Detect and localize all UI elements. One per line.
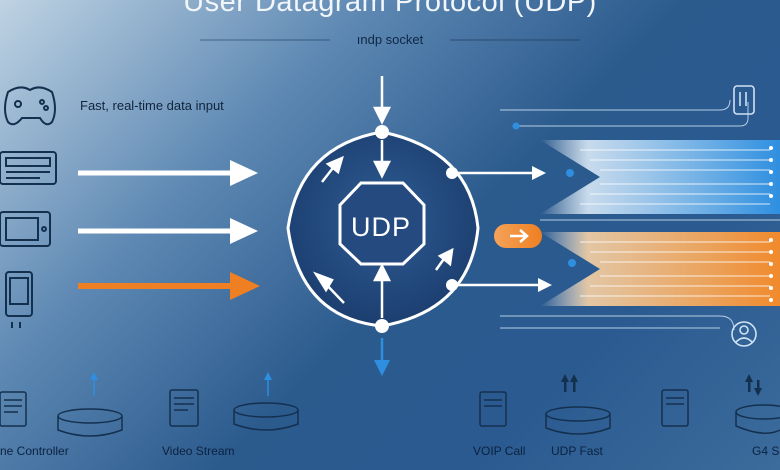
connector-node (568, 259, 576, 267)
blue-output-stream (540, 140, 780, 214)
down-arrow-icon (374, 338, 390, 376)
up-arrow-icon (90, 372, 98, 396)
gamepad-icon (4, 86, 56, 126)
diagram-subtitle: ındp socket (356, 32, 424, 47)
label-controller: ne Controller (0, 444, 69, 458)
label-udp-fast: UDP Fast (551, 444, 603, 458)
output-arrow-top (452, 166, 546, 180)
output-arrow-bottom (452, 278, 552, 292)
input-arrow-white-2 (78, 218, 258, 244)
server-disk-icon (57, 408, 123, 437)
tablet-icon (0, 211, 51, 247)
input-arrow-white-1 (78, 160, 258, 186)
udp-core-label: UDP (350, 212, 411, 242)
label-voip-call: VOIP Call (473, 444, 526, 458)
double-arrow-icon (745, 374, 762, 396)
phone-icon (5, 271, 33, 328)
udp-hexagon (338, 181, 426, 266)
user-icon (731, 321, 757, 347)
server-disk-icon (735, 404, 780, 434)
connector-node (566, 169, 574, 177)
label-extra: G4 S (752, 444, 780, 458)
diagram-title: User Datagram Protocol (UDP) (183, 0, 597, 18)
core-node-bottom (375, 319, 389, 333)
document-icon (479, 391, 507, 427)
core-node-right-bottom (446, 279, 458, 291)
document-icon (0, 391, 27, 427)
server-disk-icon (233, 402, 299, 431)
orange-pill-indicator (494, 224, 542, 248)
input-arrow-orange (78, 272, 260, 300)
label-video-stream: Video Stream (162, 444, 235, 458)
core-node-top (375, 125, 389, 139)
keyboard-icon (0, 151, 57, 185)
orange-output-stream (540, 232, 780, 306)
phone-icon (733, 85, 755, 115)
core-arrows (312, 76, 454, 318)
core-node-right-top (446, 167, 458, 179)
document-icon (169, 389, 199, 427)
server-disk-icon (545, 406, 611, 435)
input-caption: Fast, real-time data input (80, 98, 224, 113)
up-arrow-icon (264, 372, 272, 396)
connector-node (512, 122, 520, 130)
document-icon (661, 389, 689, 427)
stream-dots-right (769, 146, 773, 302)
double-arrow-icon (561, 374, 578, 392)
